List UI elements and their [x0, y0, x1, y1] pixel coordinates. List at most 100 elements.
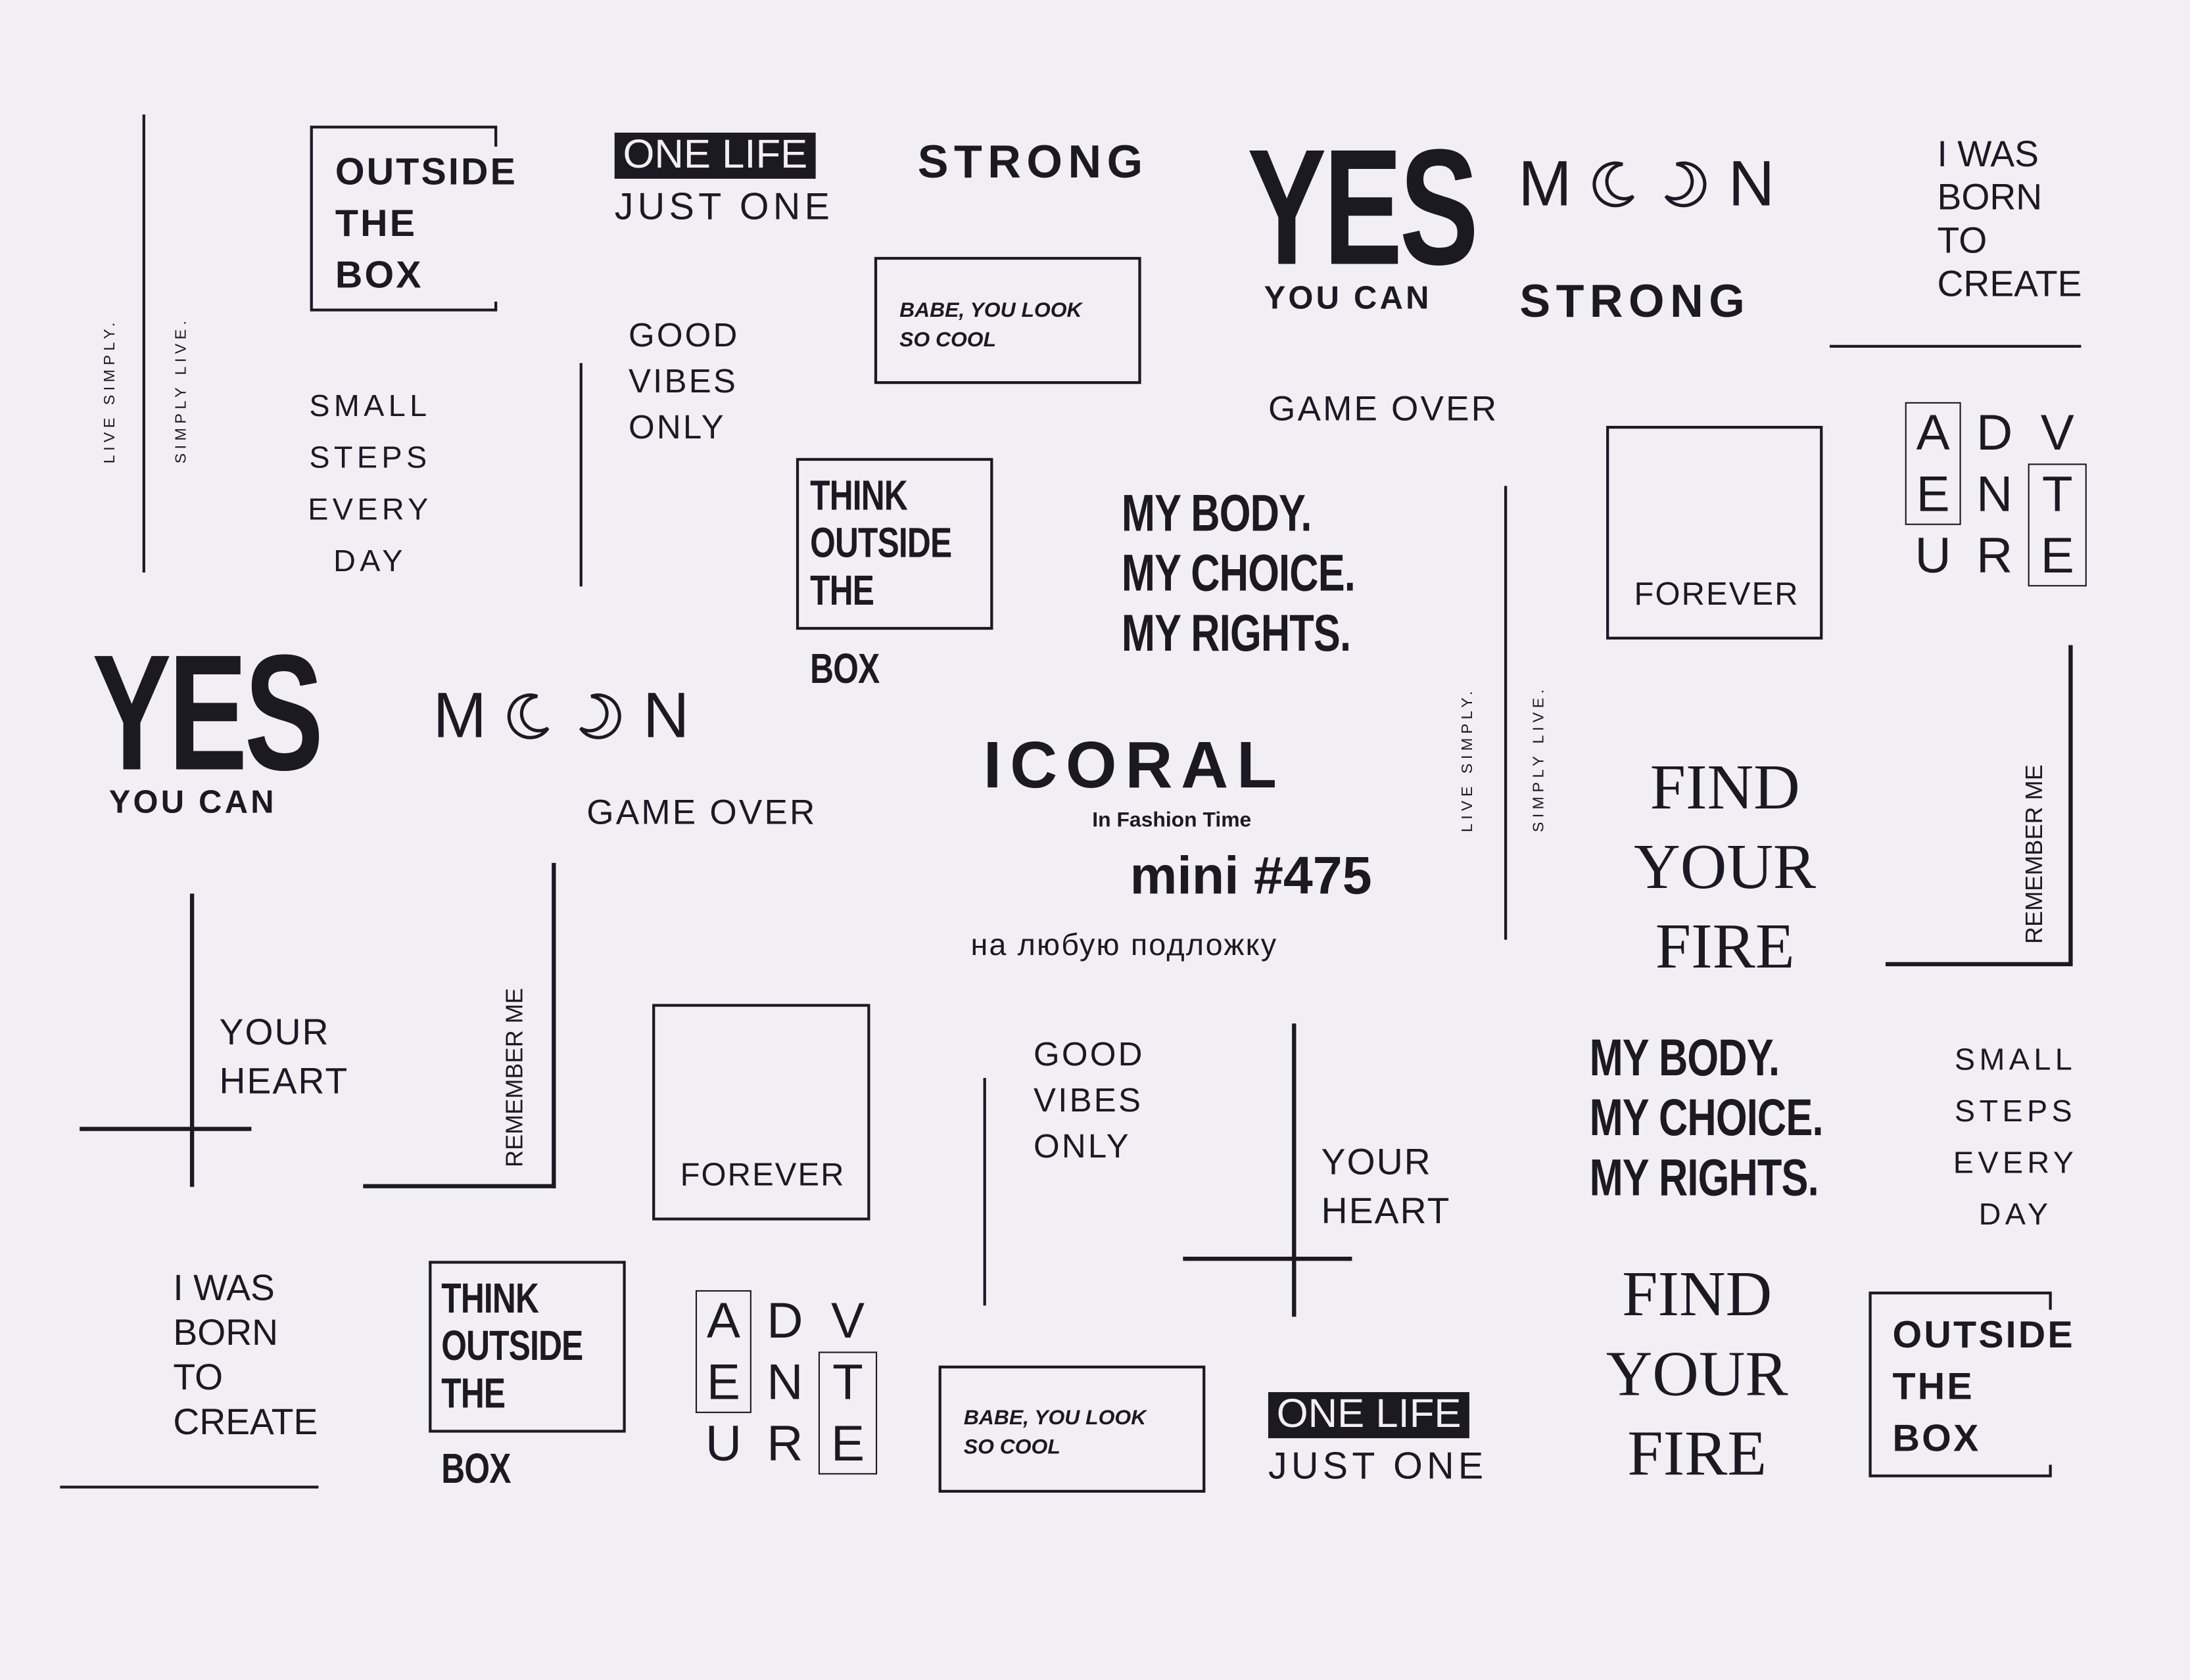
strong-text: STRONG [917, 135, 1149, 187]
simply-live-text: SIMPLY LIVE. [173, 316, 190, 464]
game-over-text: GAME OVER [1268, 389, 1499, 429]
brand-tagline: In Fashion Time [1092, 808, 1252, 833]
letter: D [767, 1292, 803, 1349]
line: TO [173, 1355, 224, 1398]
born-to-create-text: I WAS BORN TO CREATE [173, 1265, 318, 1444]
letter-frame [695, 1290, 751, 1413]
my-body-text: MY BODY. MY CHOICE. MY RIGHTS. [1589, 1028, 1824, 1208]
remember-me-text: REMEMBER ME [2021, 764, 2048, 945]
good-vibes-text: GOOD VIBES ONLY [629, 313, 740, 451]
line: HEART [1321, 1189, 1451, 1232]
live-simply-text: LIVE SIMPLY. [102, 318, 119, 464]
underline [60, 1485, 319, 1489]
yes-text: YES [92, 621, 323, 806]
moon-letter-m: M [1518, 147, 1572, 220]
letter: V [830, 1292, 865, 1349]
line: SO COOL [963, 1435, 1060, 1459]
one-life-label: ONE LIFE [1268, 1392, 1470, 1439]
letter: U [1915, 526, 1951, 584]
babe-frame [874, 256, 1141, 385]
adventure-grid: A D V E N T U R E [695, 1290, 880, 1475]
cross-line [189, 893, 194, 1187]
line: ONLY [1034, 1128, 1131, 1166]
line: THINK [810, 473, 908, 520]
line: STEPS [1954, 1093, 2077, 1129]
your-heart-text: YOUR HEART [220, 1008, 349, 1106]
line: THE [335, 202, 417, 245]
moon-letter-m: M [433, 678, 487, 751]
one-life-label: ONE LIFE [614, 132, 816, 179]
moon-crescent-icon [579, 693, 622, 739]
simply-live-text: SIMPLY LIVE. [1531, 685, 1548, 833]
cross-line [1183, 1256, 1352, 1261]
think-frame [429, 1261, 626, 1433]
letter-frame [1905, 402, 1961, 525]
letter: U [705, 1414, 742, 1472]
line: VIBES [1034, 1082, 1143, 1120]
line: OUTSIDE [441, 1323, 583, 1370]
corner-line [363, 1184, 556, 1188]
moon-text: M N [1518, 145, 1774, 221]
small-steps-text: SMALL STEPS EVERY DAY [1932, 1033, 2099, 1240]
line: MY CHOICE. [1589, 1089, 1824, 1147]
line: ONLY [628, 409, 726, 447]
line: SMALL [309, 388, 431, 423]
divider-line [142, 114, 145, 573]
line: BORN [173, 1311, 279, 1353]
strong-text: STRONG [1519, 275, 1751, 327]
letter-frame [2028, 463, 2087, 587]
adventure-grid: A D V E N T U R E [1905, 402, 2089, 587]
moon-letter-n: N [642, 678, 690, 751]
letter: E [1916, 465, 1950, 523]
your-heart-text: YOUR HEART [1321, 1138, 1451, 1236]
letter: R [1976, 526, 2013, 584]
outside-box-text: OUTSIDE THE BOX [1892, 1309, 2081, 1465]
line: EVERY [308, 491, 433, 526]
letter: R [767, 1414, 803, 1472]
line: BORN [1937, 175, 2043, 218]
line: VIBES [628, 363, 738, 401]
letter: D [1976, 403, 2013, 461]
letter: A [1916, 403, 1950, 461]
divider-line [1504, 486, 1508, 940]
line: OUTSIDE [810, 521, 952, 567]
corner-line [2068, 645, 2072, 967]
moon-crescent-icon [1593, 161, 1635, 208]
letter: N [767, 1353, 803, 1411]
babe-text: BABE, YOU LOOK SO COOL [899, 296, 1082, 354]
letter: E [830, 1414, 865, 1472]
line: DAY [333, 543, 407, 578]
line: BABE, YOU LOOK [899, 298, 1082, 323]
letter: V [2040, 403, 2074, 461]
forever-text: FOREVER [1634, 575, 1799, 612]
line: FIRE [1655, 910, 1795, 982]
line: YOUR [1321, 1140, 1432, 1183]
line: I WAS [1937, 132, 2039, 175]
line: GOOD [628, 317, 740, 355]
game-over-text: GAME OVER [586, 793, 817, 833]
think-text: THINK OUTSIDE THE BOX [810, 473, 952, 694]
divider-line [579, 363, 583, 587]
just-one-label: JUST ONE [1268, 1445, 1488, 1487]
corner-line [1885, 962, 2072, 966]
line: TO [1937, 219, 1988, 262]
line: THE [1892, 1365, 1974, 1408]
line: YOUR [1634, 831, 1817, 902]
line: BOX [441, 1446, 511, 1493]
letter: E [706, 1353, 740, 1411]
line: YOUR [219, 1011, 330, 1053]
good-vibes-text: GOOD VIBES ONLY [1034, 1032, 1145, 1170]
cross-line [80, 1127, 252, 1131]
you-can-text: YOU CAN [1264, 279, 1432, 316]
line: THINK [441, 1276, 539, 1322]
letter: E [2040, 526, 2074, 584]
find-your-fire-text: FIND YOUR FIRE [1592, 1254, 1802, 1493]
line: BOX [335, 254, 423, 296]
line: CREATE [1937, 262, 2082, 305]
cross-line [1292, 1023, 1296, 1317]
remember-me-text: REMEMBER ME [501, 988, 529, 1167]
line: MY RIGHTS. [1589, 1149, 1819, 1207]
line: THE [810, 568, 874, 615]
brand-logo: ICORAL [983, 727, 1285, 802]
usage-note: на любую подложку [970, 927, 1278, 962]
